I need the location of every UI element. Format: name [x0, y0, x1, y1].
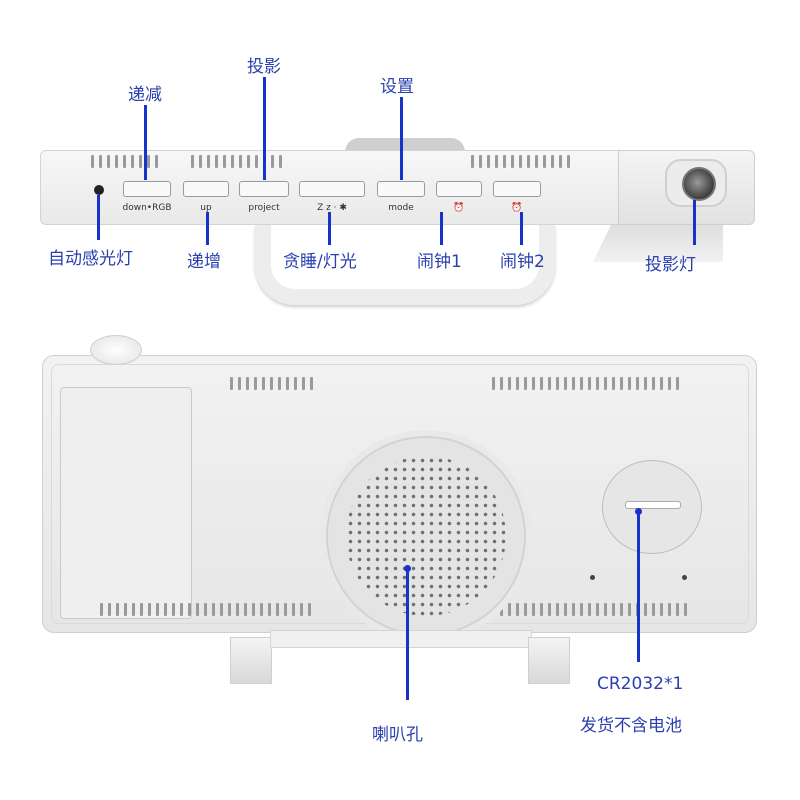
line-decrease	[144, 105, 147, 180]
alarm2-button[interactable]	[493, 181, 541, 197]
back-panel	[51, 364, 749, 642]
battery-marker-dot	[635, 508, 642, 515]
alarm2-icon: ⏰	[511, 203, 523, 213]
project-button[interactable]	[239, 181, 289, 197]
line-settings	[400, 97, 403, 180]
line-increase	[206, 212, 209, 245]
label-alarm1: 闹钟1	[417, 252, 462, 272]
label-speaker-holes: 喇叭孔	[372, 725, 423, 745]
line-alarm1	[440, 212, 443, 245]
speaker-grille	[320, 430, 532, 642]
label-projection-light: 投影灯	[645, 255, 696, 275]
mode-button[interactable]	[377, 181, 425, 197]
light-sensor	[94, 185, 104, 195]
mode-button-label: mode	[388, 203, 414, 213]
up-button-label: up	[200, 203, 212, 213]
vent-mid	[191, 155, 282, 168]
speaker-marker-dot	[404, 565, 411, 572]
label-decrease: 递减	[128, 85, 162, 105]
top-panel: down•RGB up project Z z · ✱ mode ⏰ ⏰	[40, 150, 755, 225]
line-projection	[263, 77, 266, 180]
stand-bar	[270, 630, 532, 648]
label-battery-note: 发货不含电池	[580, 716, 682, 736]
vent-left	[91, 155, 158, 168]
line-alarm2	[520, 212, 523, 245]
label-snooze-light: 贪睡/灯光	[283, 252, 357, 272]
label-projection: 投影	[247, 57, 281, 77]
line-snooze	[328, 212, 331, 245]
line-auto-light	[97, 195, 100, 240]
down-button[interactable]	[123, 181, 171, 197]
label-increase: 递增	[187, 252, 221, 272]
stand-leg-right	[528, 637, 570, 684]
label-alarm2: 闹钟2	[500, 252, 545, 272]
label-battery-model: CR2032*1	[597, 674, 684, 694]
label-auto-light: 自动感光灯	[48, 249, 133, 269]
projector-lens-icon	[682, 167, 716, 201]
speaker-holes	[346, 456, 506, 616]
back-body	[42, 355, 757, 642]
projector-arm	[593, 222, 723, 262]
back-vent-bottom-left	[100, 603, 311, 616]
alarm1-button[interactable]	[436, 181, 482, 197]
line-battery	[637, 512, 640, 662]
screw-hole-left	[590, 575, 595, 580]
project-button-label: project	[248, 203, 280, 213]
snooze-light-button[interactable]	[299, 181, 365, 197]
top-hump	[345, 138, 465, 152]
snooze-button-label: Z z · ✱	[317, 203, 347, 213]
back-vent-top-left	[230, 377, 313, 390]
down-button-label: down•RGB	[122, 203, 172, 213]
stand-leg-left	[230, 637, 272, 684]
battery-slot	[625, 501, 681, 509]
back-view-device	[42, 335, 757, 642]
up-button[interactable]	[183, 181, 229, 197]
screw-hole-right	[682, 575, 687, 580]
alarm1-icon: ⏰	[453, 203, 465, 213]
back-stand	[230, 612, 570, 684]
vent-right	[471, 155, 570, 168]
projector-knob[interactable]	[90, 335, 142, 365]
projector-lens-housing	[665, 159, 727, 207]
projector-side-panel	[60, 387, 192, 619]
line-projection-light	[693, 200, 696, 245]
label-settings: 设置	[380, 77, 414, 97]
line-speaker	[406, 570, 409, 700]
back-vent-top-right	[492, 377, 679, 390]
battery-cover[interactable]	[602, 460, 702, 554]
